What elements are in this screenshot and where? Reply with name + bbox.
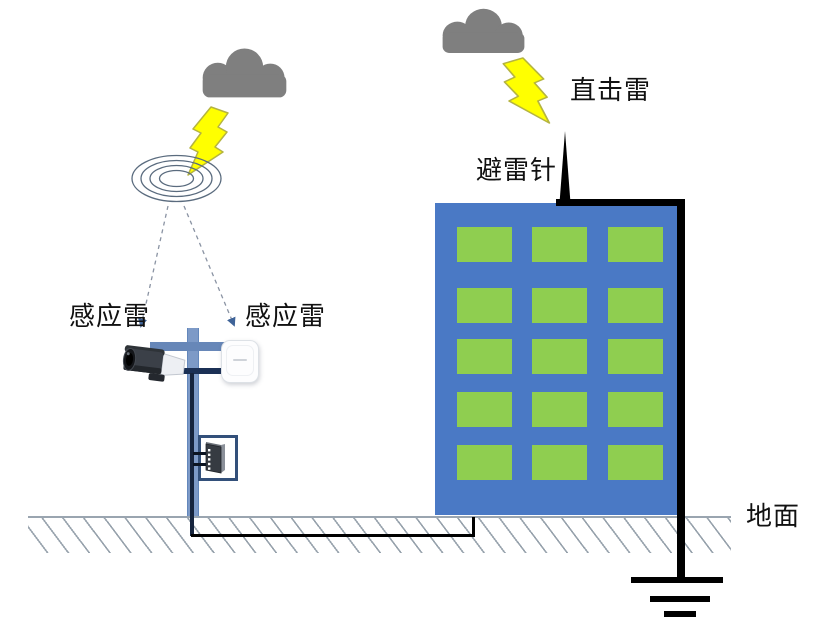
access-point-icon [221,340,259,383]
building-window [457,288,512,323]
pole-crossarm [150,342,228,351]
building-window [457,339,512,374]
camera-cable-horizontal [163,368,233,374]
building-window [532,227,587,262]
label-lightning-rod: 避雷针 [476,155,558,185]
building-window [608,339,663,374]
access-point-logo [233,359,247,361]
building-window [457,227,512,262]
cloud-right-icon [442,8,525,53]
lightning-bolt-direct-icon [502,57,551,124]
building-window [532,339,587,374]
earth-symbol-bar-2 [650,596,710,602]
induction-rings-icon [131,154,222,203]
induced-lightning-arrows [138,205,236,328]
roof-conductor [556,199,684,206]
arrow-to-access-point [183,205,236,327]
building-window [457,392,512,427]
building [435,203,678,515]
building-window [608,288,663,323]
building-window [608,445,663,480]
earth-symbol-bar-3 [664,611,696,617]
access-point-face [226,345,254,376]
switch-cable-stub-bottom [193,463,206,466]
label-ground-surface: 地面 [746,501,801,531]
label-induced-lightning-right: 感应雷 [245,301,327,331]
label-induced-lightning-left: 感应雷 [69,301,151,331]
building-window [532,445,587,480]
lightning-rod-icon [559,131,571,203]
ground-surface-line [28,516,731,518]
cloud-left-icon [202,48,287,98]
building-window [608,392,663,427]
earth-symbol-bar-1 [631,577,723,583]
building-window [608,227,663,262]
down-conductor [677,199,685,578]
cctv-camera-icon [122,345,186,382]
building-window [532,288,587,323]
building-window [457,445,512,480]
underground-conductor-riser [472,517,475,537]
building-window [532,392,587,427]
network-switch-icon [205,442,225,474]
label-direct-lightning: 直击雷 [570,75,652,105]
camera-cable-vertical [190,373,194,536]
switch-cable-stub-top [193,452,206,455]
underground-conductor [191,534,475,537]
